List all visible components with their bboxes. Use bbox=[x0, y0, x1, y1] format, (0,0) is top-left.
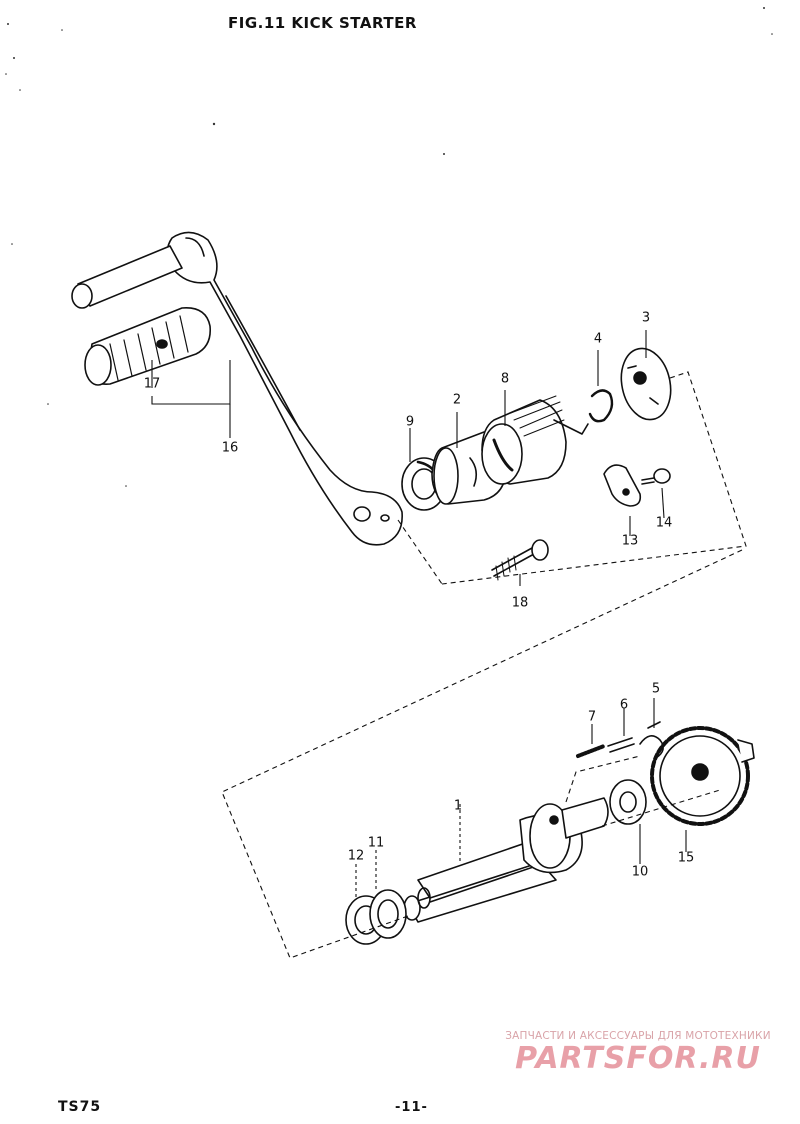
callout-label-4: 4 bbox=[593, 331, 603, 347]
kick-lever-part-16 bbox=[71, 231, 403, 546]
callout-label-8: 8 bbox=[500, 371, 510, 387]
model-code: TS75 bbox=[58, 1099, 102, 1115]
callout-label-6: 6 bbox=[619, 697, 629, 713]
callout-label-13: 13 bbox=[621, 533, 639, 549]
callout-label-18: 18 bbox=[511, 595, 529, 611]
watermark: ЗАПЧАСТИ И АКСЕССУАРЫ ДЛЯ МОТОТЕХНИКИ PA… bbox=[488, 1030, 788, 1076]
washer-part-10 bbox=[609, 779, 647, 825]
callout-label-15: 15 bbox=[677, 850, 695, 866]
washer-part-11 bbox=[369, 889, 407, 939]
callout-label-16: 16 bbox=[221, 440, 239, 456]
spring-drum-part-8 bbox=[481, 395, 589, 485]
bolt-part-18 bbox=[491, 539, 549, 581]
watermark-tagline: ЗАПЧАСТИ И АКСЕССУАРЫ ДЛЯ МОТОТЕХНИКИ bbox=[505, 1030, 771, 1042]
spring-part-7 bbox=[576, 744, 606, 758]
pin-part-6 bbox=[607, 737, 635, 753]
circlip-part-4 bbox=[588, 389, 614, 423]
bolt-part-14 bbox=[641, 468, 671, 485]
callout-label-10: 10 bbox=[631, 864, 649, 880]
kick-shaft-part-1 bbox=[403, 797, 609, 923]
callout-label-17: 17 bbox=[143, 376, 161, 392]
callout-label-1: 1 bbox=[453, 798, 463, 814]
stopper-plate-part-13 bbox=[603, 464, 642, 507]
callout-label-11: 11 bbox=[367, 835, 385, 851]
page-number: -11- bbox=[395, 1100, 428, 1115]
kick-gear-part-15 bbox=[650, 726, 755, 826]
callout-label-9: 9 bbox=[405, 414, 415, 430]
guide-plate-part-3 bbox=[620, 347, 672, 421]
rubber-grip-part-17 bbox=[84, 307, 212, 386]
callout-label-3: 3 bbox=[641, 310, 651, 326]
watermark-logo: PARTSFOR.RU bbox=[515, 1041, 761, 1076]
scan-noise bbox=[5, 7, 773, 487]
leader-lines bbox=[151, 330, 687, 898]
callout-label-14: 14 bbox=[655, 515, 673, 531]
page-title: FIG.11 KICK STARTER bbox=[228, 14, 417, 32]
callout-label-2: 2 bbox=[452, 392, 462, 408]
callout-label-12: 12 bbox=[347, 848, 365, 864]
callout-label-5: 5 bbox=[651, 681, 661, 697]
callout-label-7: 7 bbox=[587, 709, 597, 725]
assembly-dashed-lines bbox=[221, 371, 747, 959]
